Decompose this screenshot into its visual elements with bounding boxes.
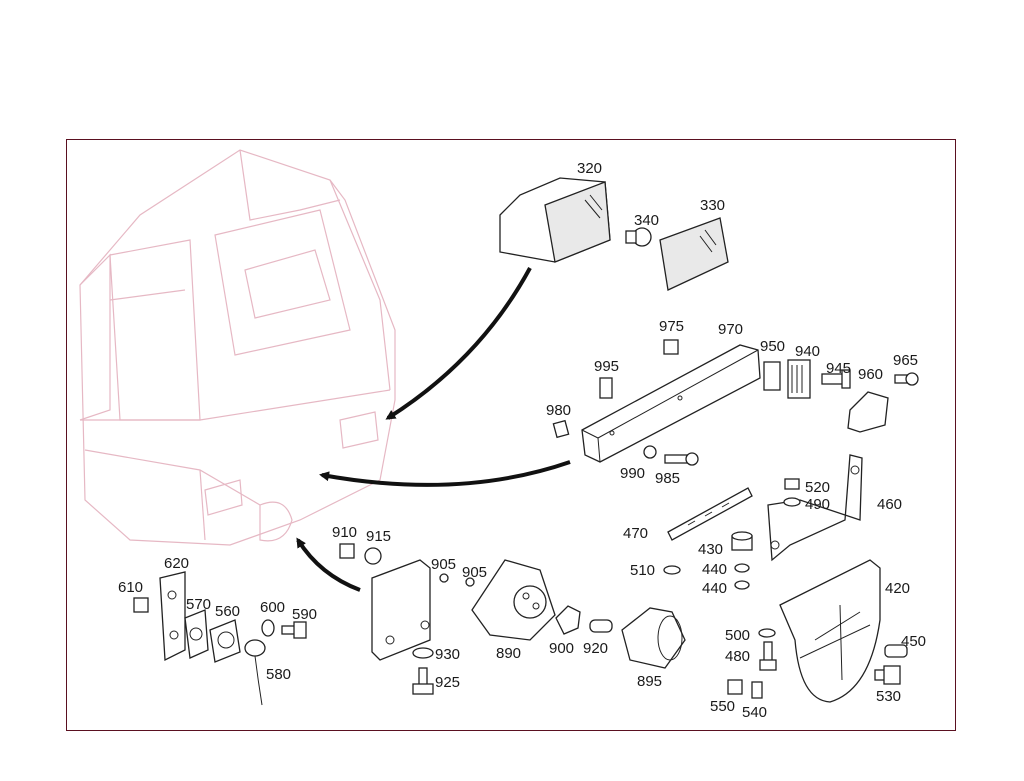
label-620: 620 <box>164 555 189 572</box>
washer-510 <box>663 565 681 575</box>
bracket-960 <box>847 391 889 433</box>
cap-580 <box>244 639 266 706</box>
washer-915 <box>364 547 382 565</box>
strip-470 <box>667 487 753 541</box>
label-330: 330 <box>700 197 725 214</box>
block-940 <box>787 359 811 399</box>
label-580: 580 <box>266 666 291 683</box>
label-570: 570 <box>186 596 211 613</box>
housing-560 <box>209 619 241 663</box>
label-905-right: 905 <box>462 564 487 581</box>
screw-925 <box>412 667 434 695</box>
clip-600 <box>261 619 275 637</box>
bracket-460 <box>767 454 863 562</box>
label-320: 320 <box>577 160 602 177</box>
clip-930 <box>412 647 434 659</box>
label-980: 980 <box>546 402 571 419</box>
ring-440a <box>734 563 750 573</box>
pad-995 <box>599 377 613 399</box>
label-450: 450 <box>901 633 926 650</box>
washer-905a <box>439 573 449 583</box>
nut-520 <box>784 478 800 490</box>
screw-530 <box>874 665 901 685</box>
label-900: 900 <box>549 640 574 657</box>
label-960: 960 <box>858 366 883 383</box>
bolt-480 <box>759 641 777 671</box>
label-500: 500 <box>725 627 750 644</box>
bar-970 <box>581 344 761 463</box>
washer-540 <box>751 681 763 699</box>
gasket-570 <box>184 609 209 659</box>
nut-980 <box>552 419 570 439</box>
nut-610 <box>133 597 149 613</box>
diagram-frame <box>66 139 956 731</box>
label-430: 430 <box>698 541 723 558</box>
part-labels: 320 330 340 970 975 995 980 950 940 945 … <box>118 160 926 721</box>
socket-890 <box>471 559 556 641</box>
washer-490 <box>783 497 801 507</box>
label-920: 920 <box>583 640 608 657</box>
label-930: 930 <box>435 646 460 663</box>
label-440-upper: 440 <box>702 561 727 578</box>
washer-500 <box>758 628 776 638</box>
label-520: 520 <box>805 479 830 496</box>
label-480: 480 <box>725 648 750 665</box>
bulb-340 <box>625 227 652 247</box>
label-985: 985 <box>655 470 680 487</box>
lens-330 <box>659 217 729 291</box>
vehicle-outline <box>79 149 396 546</box>
label-590: 590 <box>292 606 317 623</box>
label-895: 895 <box>637 673 662 690</box>
label-910: 910 <box>332 524 357 541</box>
screw-985 <box>664 452 699 466</box>
plate-620 <box>159 571 186 662</box>
screw-945 <box>821 369 851 389</box>
label-965: 965 <box>893 352 918 369</box>
label-490: 490 <box>805 496 830 513</box>
washer-905b <box>465 577 475 587</box>
assembly-arrows <box>296 267 571 592</box>
insert-900 <box>555 605 581 635</box>
label-915: 915 <box>366 528 391 545</box>
label-440-lower: 440 <box>702 580 727 597</box>
label-530: 530 <box>876 688 901 705</box>
label-560: 560 <box>215 603 240 620</box>
label-510: 510 <box>630 562 655 579</box>
label-420: 420 <box>885 580 910 597</box>
washer-990 <box>643 445 657 459</box>
screw-590 <box>281 621 307 639</box>
cap-895 <box>621 607 686 669</box>
label-950: 950 <box>760 338 785 355</box>
label-905-left: 905 <box>431 556 456 573</box>
mounting-plate <box>371 559 431 661</box>
label-925: 925 <box>435 674 460 691</box>
carrier-420 <box>779 559 881 703</box>
label-340: 340 <box>634 212 659 229</box>
plug-430 <box>731 531 753 551</box>
clip-975 <box>663 339 679 355</box>
label-940: 940 <box>795 343 820 360</box>
label-460: 460 <box>877 496 902 513</box>
pin-920 <box>589 619 613 633</box>
label-990: 990 <box>620 465 645 482</box>
lamp-housing-320 <box>499 177 611 263</box>
nut-550 <box>727 679 743 695</box>
label-970: 970 <box>718 321 743 338</box>
screw-965 <box>894 372 919 386</box>
label-600: 600 <box>260 599 285 616</box>
label-470: 470 <box>623 525 648 542</box>
label-975: 975 <box>659 318 684 335</box>
label-945: 945 <box>826 360 851 377</box>
spacer-950 <box>763 361 781 391</box>
cap-450 <box>884 644 908 658</box>
nut-910 <box>339 543 355 559</box>
label-890: 890 <box>496 645 521 662</box>
label-995: 995 <box>594 358 619 375</box>
label-540: 540 <box>742 704 767 721</box>
label-610: 610 <box>118 579 143 596</box>
ring-440b <box>734 580 750 590</box>
label-550: 550 <box>710 698 735 715</box>
